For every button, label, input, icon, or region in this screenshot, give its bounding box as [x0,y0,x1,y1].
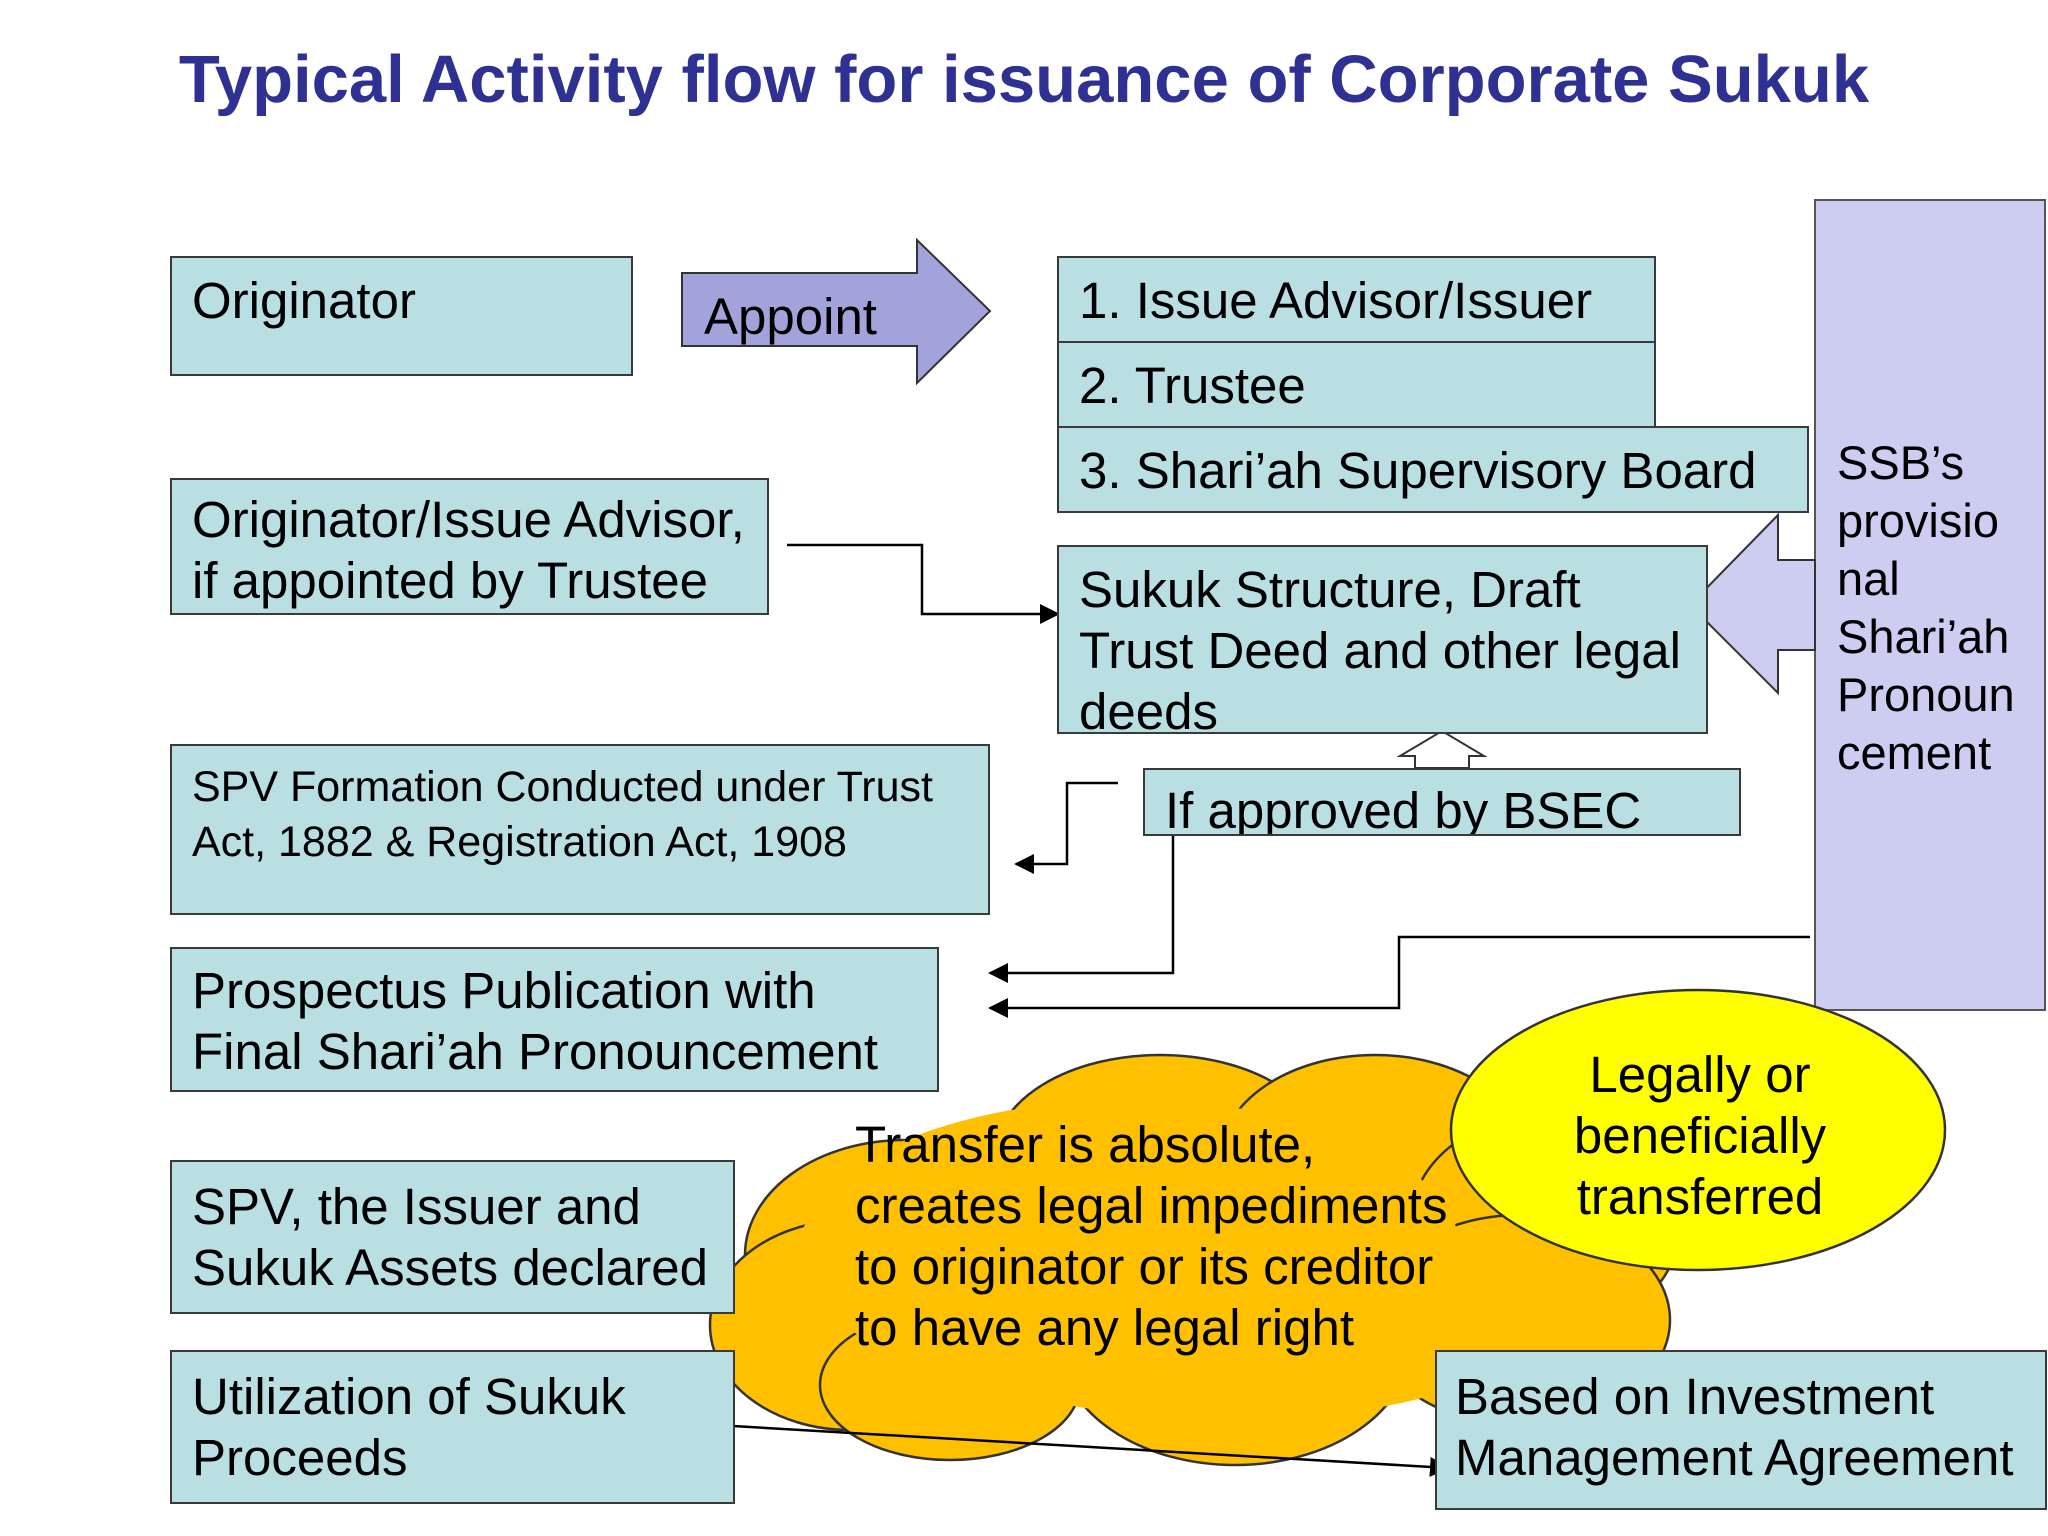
legally-transferred-text: Legally or beneficially transferred [1573,1046,1827,1225]
issue-advisor-label: 1. Issue Advisor/Issuer [1079,272,1593,329]
utilization-label: Utilization of Sukuk Proceeds [192,1368,626,1486]
spv-issuer-box: SPV, the Issuer and Sukuk Assets declare… [170,1160,735,1314]
sukuk-structure-box: Sukuk Structure, Draft Trust Deed and ot… [1057,545,1708,734]
issue-advisor-box: 1. Issue Advisor/Issuer [1057,256,1656,343]
originator-advisor-label: Originator/Issue Advisor, if appointed b… [192,491,745,609]
ssb-label: 3. Shari’ah Supervisory Board [1079,442,1757,499]
legally-transferred-ellipse [1449,988,1947,1272]
trustee-label: 2. Trustee [1079,357,1306,414]
spv-formation-label: SPV Formation Conducted under Trust Act,… [192,763,933,866]
ssb-provisional-column [1814,199,2046,1011]
connector-advisor-to-structure [787,543,1060,624]
transfer-cloud-shape [708,1053,1682,1467]
utilization-box: Utilization of Sukuk Proceeds [170,1350,735,1504]
appoint-label: Appoint [704,288,877,345]
originator-box: Originator [170,256,633,376]
originator-label: Originator [192,272,416,329]
bsec-up-arrow [1396,729,1488,769]
ssb-pronouncement-arrow [1688,512,1816,696]
transfer-cloud-text: Transfer is absolute, creates legal impe… [855,1116,1448,1356]
appoint-arrow [681,237,992,386]
investment-agreement-box: Based on Investment Management Agreement [1435,1350,2047,1510]
investment-agreement-label: Based on Investment Management Agreement [1455,1368,2014,1486]
originator-advisor-box: Originator/Issue Advisor, if appointed b… [170,478,769,615]
connector-utilization-to-agreement [732,1424,1450,1477]
connector-bsec-to-spv [1014,781,1118,874]
trustee-box: 2. Trustee [1057,341,1656,428]
page-title: Typical Activity flow for issuance of Co… [178,42,1870,117]
spv-formation-box: SPV Formation Conducted under Trust Act,… [170,744,990,915]
connector-bsec-to-prospectus [988,836,1175,983]
spv-issuer-label: SPV, the Issuer and Sukuk Assets declare… [192,1178,708,1296]
prospectus-label: Prospectus Publication with Final Shari’… [192,962,879,1080]
connector-ssb-to-prospectus [988,935,1810,1018]
bsec-box: If approved by BSEC [1143,768,1741,836]
bsec-label: If approved by BSEC [1165,782,1642,836]
ssb-provisional-label: SSB’s provisio nal Shari’ah Pronoun ceme… [1837,436,2015,779]
ssb-box: 3. Shari’ah Supervisory Board [1057,426,1809,513]
sukuk-structure-label: Sukuk Structure, Draft Trust Deed and ot… [1079,561,1681,734]
prospectus-box: Prospectus Publication with Final Shari’… [170,947,939,1092]
